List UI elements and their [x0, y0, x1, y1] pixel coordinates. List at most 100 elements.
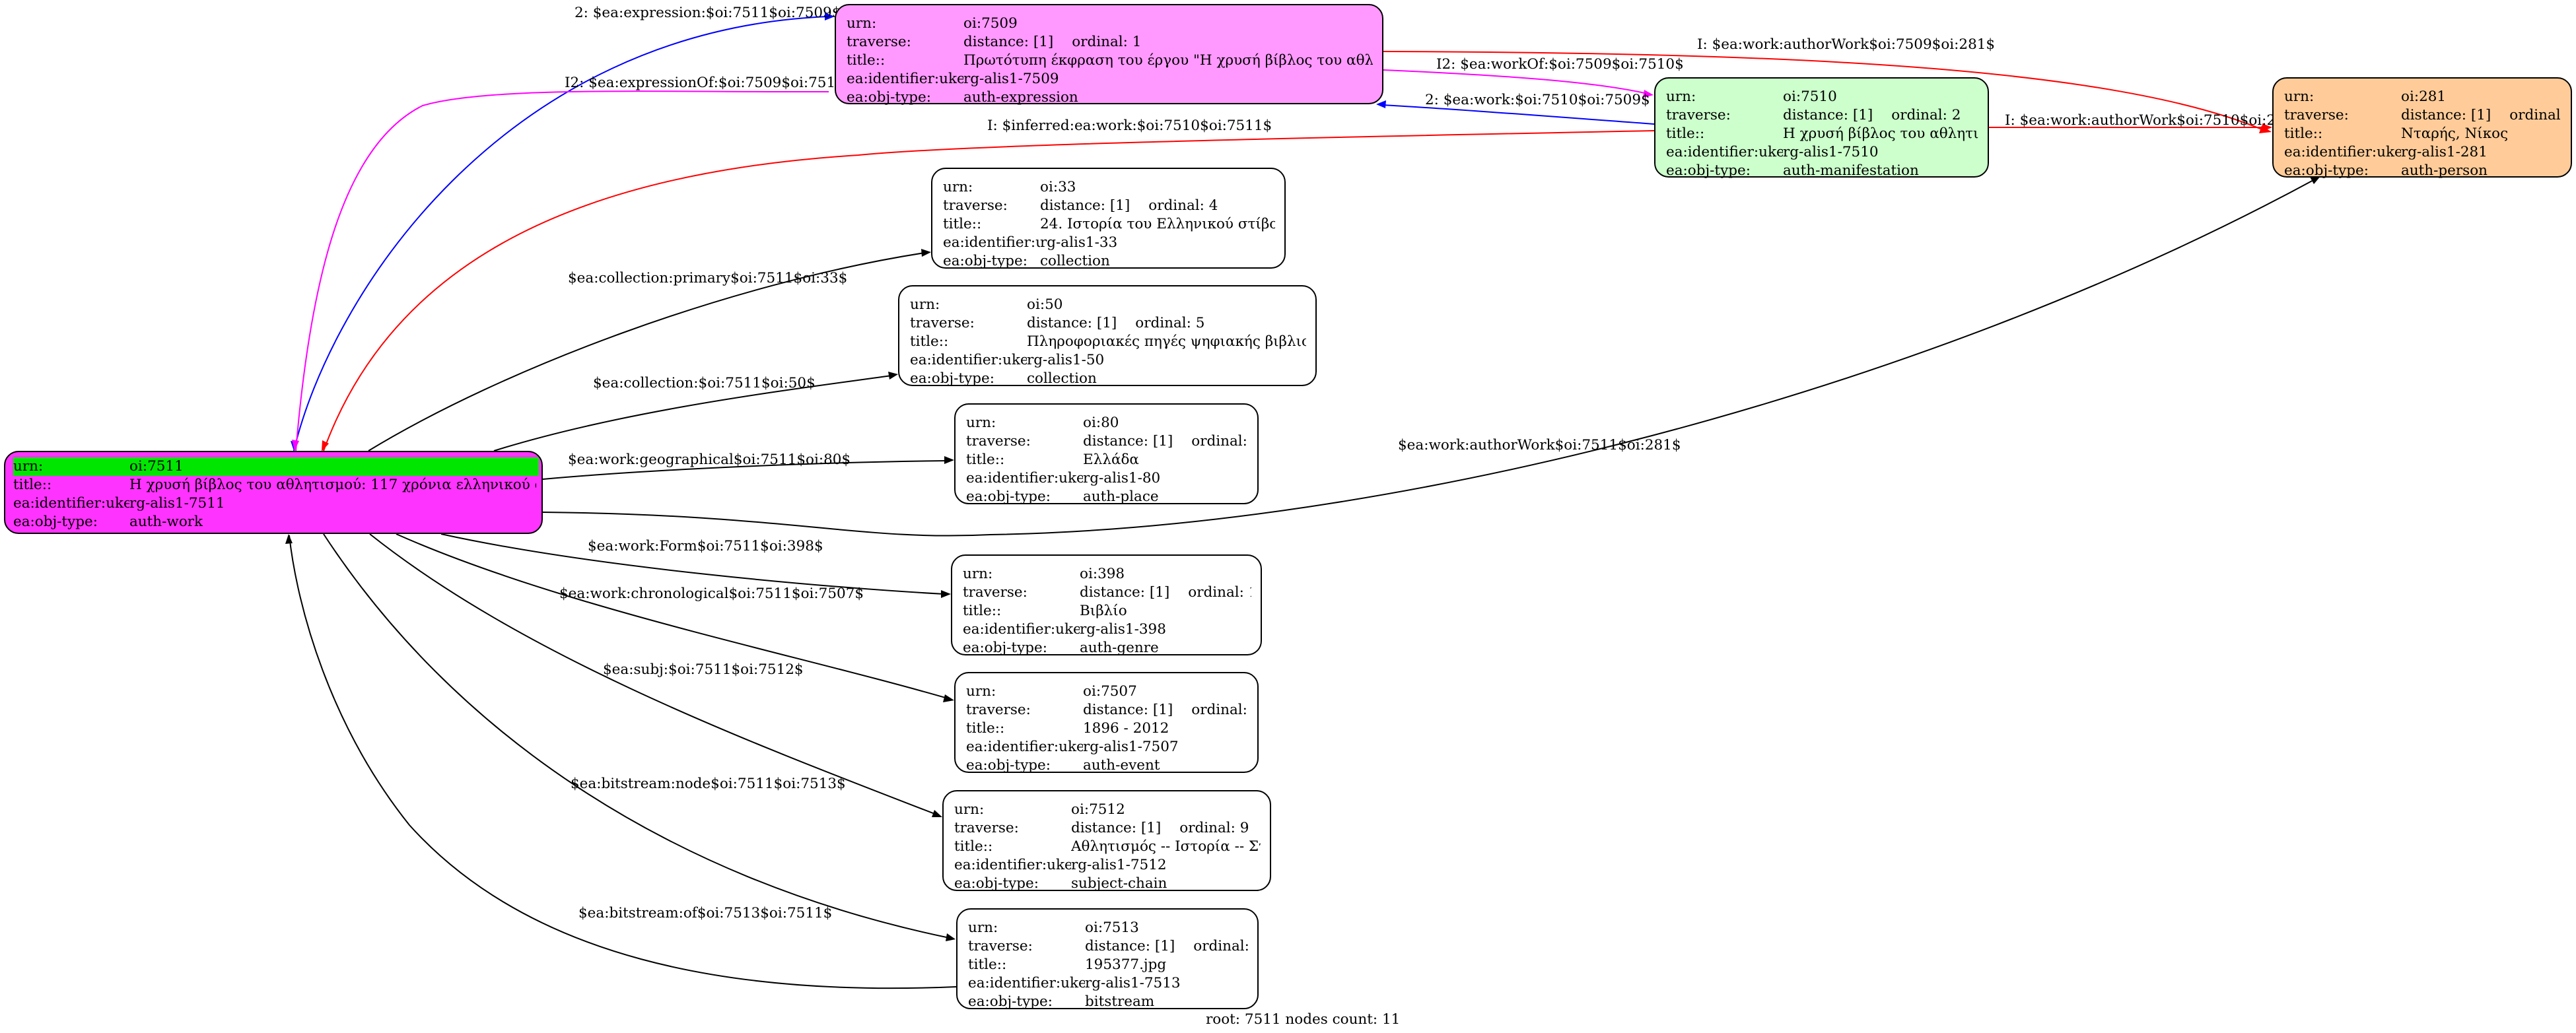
title-value: Ελλάδα: [1083, 451, 1139, 469]
edge-author-work-7511: $ea:work:authorWork$oi:7511$oi:281$: [542, 176, 2320, 537]
ordinal-value: ordinal: 8: [1191, 433, 1248, 450]
traverse-key: traverse:: [954, 820, 1019, 836]
edge-label-collection-primary: $ea:collection:primary$oi:7511$oi:33$: [568, 270, 847, 286]
edge-work-of: I2: $ea:workOf:$oi:7509$oi:7510$: [1383, 56, 1684, 98]
urn-value: oi:7511: [129, 458, 184, 475]
distance-value: distance: [1]: [2401, 107, 2491, 123]
objtype-value: bitstream: [1085, 993, 1154, 1011]
node-objtype-row: ea:obj-type:auth-event: [966, 756, 1248, 775]
ukey-key: ea:identifier:ukey: [2284, 144, 2401, 160]
node-objtype-row: ea:obj-type:auth-person: [2284, 162, 2561, 180]
traverse-value: distance: [1]ordinal: 7: [1083, 701, 1248, 719]
ordinal-value: ordinal: 6: [2509, 107, 2561, 123]
title-key: title::: [847, 52, 886, 69]
objtype-value: collection: [1040, 253, 1110, 269]
distance-value: distance: [1]: [963, 34, 1054, 50]
urn-value: oi:7509: [963, 15, 1018, 32]
objtype-value: collection: [1027, 370, 1097, 387]
urn-value: oi:7513: [1085, 919, 1139, 937]
traverse-key: traverse:: [966, 702, 1031, 718]
title-key: title::: [13, 477, 52, 493]
edge-geographical: $ea:work:geographical$oi:7511$oi:80$: [542, 451, 954, 480]
objtype-value: auth-place: [1083, 488, 1159, 505]
title-key: title::: [910, 333, 949, 350]
traverse-key: traverse:: [2284, 107, 2349, 123]
urn-value: oi:80: [1083, 414, 1119, 432]
objtype-value: auth-manifestation: [1783, 162, 1919, 180]
node-traverse-row: traverse:distance: [1]ordinal: 9: [954, 819, 1261, 838]
ukey-key: ea:identifier:ukey: [943, 234, 1040, 251]
urn-value: oi:7510: [1783, 88, 1837, 105]
distance-value: distance: [1]: [1040, 197, 1131, 214]
urn-key: urn:: [1666, 88, 1696, 105]
urn-value: oi:281: [2401, 88, 2447, 105]
edge-label-work-of: I2: $ea:workOf:$oi:7509$oi:7510$: [1436, 56, 1684, 73]
node-urn-row: urn:oi:7507: [966, 683, 1248, 701]
objtype-key: ea:obj-type:: [910, 370, 994, 387]
urn-value: oi:7513: [1085, 919, 1139, 936]
node-traverse-row: traverse: distance: [1]ordinal: 7: [966, 701, 1248, 719]
node-traverse-row: traverse: distance: [1] ordinal: 6: [2284, 106, 2561, 125]
ukey-value: rg-alis1-398: [1080, 621, 1166, 638]
urn-value: oi:33: [1040, 178, 1076, 197]
edge-chronological: $ea:work:chronological$oi:7511$oi:7507$: [396, 533, 954, 702]
objtype-value: collection: [1027, 370, 1097, 388]
edge-label-work: 2: $ea:work:$oi:7510$oi:7509$: [1425, 92, 1650, 108]
node-urn-row: urn:oi:398: [963, 565, 1251, 583]
distance-value: distance: [1]: [1083, 702, 1173, 718]
title-value: Βιβλίο: [1080, 603, 1127, 619]
node-title-row: title::Η χρυσή βίβλος του αθλητισμού: [1666, 125, 1978, 143]
node-root-7511[interactable]: urn: oi:7511 title:: Η χρυσή βίβλος του …: [4, 451, 543, 534]
urn-key: urn:: [963, 566, 993, 582]
node-objtype-row: ea:obj-type: bitstream: [968, 993, 1248, 1011]
objtype-key: ea:obj-type:: [13, 514, 98, 530]
graph-footer: root: 7511 nodes count: 11: [1206, 1011, 1401, 1028]
title-key: title::: [968, 956, 1007, 973]
ukey-value: rg-alis1-80: [1083, 469, 1160, 488]
edge-bitstream-node: $ea:bitstream:node$oi:7511$oi:7513$: [323, 533, 956, 941]
traverse-key: traverse:: [966, 433, 1031, 450]
title-value: 1896 - 2012: [1083, 720, 1169, 737]
objtype-key: ea:obj-type:: [968, 993, 1053, 1010]
ukey-value: rg-alis1-33: [1040, 234, 1117, 252]
edge-expression-of: I2: $ea:expressionOf:$oi:7509$oi:7511$: [292, 75, 854, 451]
node-urn-row: urn: oi:7510: [1666, 88, 1978, 106]
objtype-value: subject-chain: [1071, 875, 1167, 893]
edge-form: $ea:work:Form$oi:7511$oi:398$: [440, 533, 951, 598]
edge-collection: $ea:collection:$oi:7511$oi:50$: [493, 372, 898, 451]
objtype-key: ea:obj-type:: [943, 253, 1027, 269]
ukey-value: rg-alis1-7510: [1783, 143, 1879, 162]
title-value: Νταρής, Νίκος: [2401, 125, 2509, 142]
edge-label-author-work-7509: I: $ea:work:authorWork$oi:7509$oi:281$: [1697, 36, 1995, 53]
ukey-value: rg-alis1-7511: [129, 495, 225, 512]
urn-key: urn:: [943, 179, 973, 195]
urn-value: oi:7512: [1071, 801, 1125, 818]
node-urn-row: urn:oi:80: [966, 414, 1248, 432]
traverse-key: traverse:: [847, 34, 911, 50]
ukey-value: rg-alis1-7512: [1071, 856, 1167, 875]
edge-expression: 2: $ea:expression:$oi:7511$oi:7509$: [291, 5, 841, 451]
ukey-key: ea:identifier:ukey: [1666, 144, 1783, 160]
edge-collection-primary: $ea:collection:primary$oi:7511$oi:33$: [368, 249, 931, 451]
node-title-row: title:: Η χρυσή βίβλος του αθλητισμού: 1…: [13, 476, 536, 494]
traverse-value: distance: [1]ordinal: 8: [1083, 432, 1248, 451]
node-objtype-row: ea:obj-type: collection: [943, 252, 1275, 271]
objtype-key: ea:obj-type:: [966, 757, 1051, 774]
urn-key: urn:: [847, 15, 877, 32]
title-value: 24. Ιστορία του Ελληνικού στίβου: [1040, 215, 1275, 234]
edge-label-chronological: $ea:work:chronological$oi:7511$oi:7507$: [559, 585, 864, 602]
